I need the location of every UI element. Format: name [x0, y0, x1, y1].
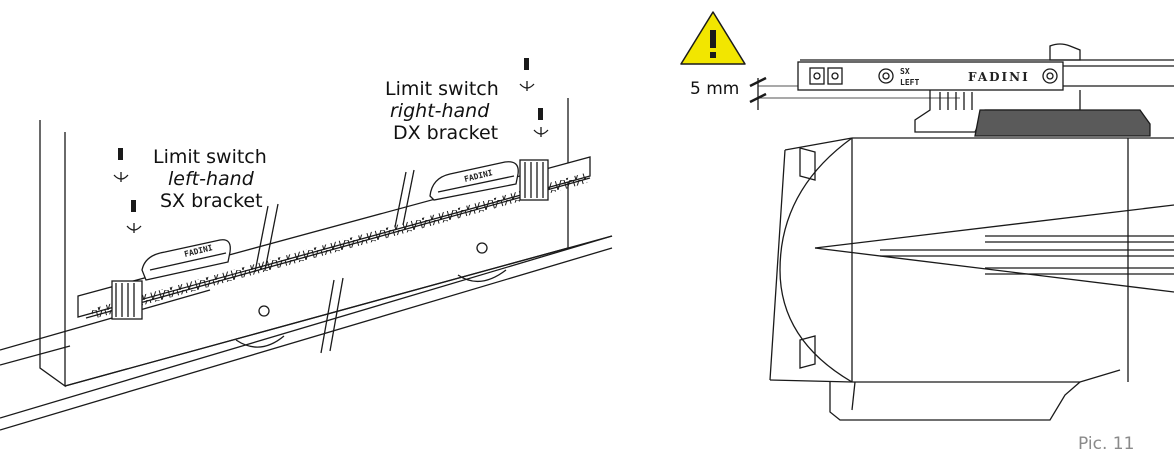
dx-label-line1: Limit switch — [385, 78, 499, 100]
dx-label-line2: right-hand — [390, 100, 490, 122]
sx-label-line2: left-hand — [168, 168, 255, 190]
dx-bracket: FADINI — [429, 159, 549, 201]
bracket-brand: FADINI — [968, 70, 1030, 84]
sx-label-line3: SX bracket — [160, 190, 263, 212]
sx-bracket: FADINI — [111, 239, 231, 320]
gate-rack-drawing: FADINI FADINI — [0, 58, 613, 431]
motor-drawing: SX LEFT FADINI — [769, 43, 1174, 421]
dx-label-line3: DX bracket — [393, 122, 498, 144]
figure-caption: Pic. 11 — [1078, 434, 1134, 454]
sx-label-line1: Limit switch — [153, 146, 267, 168]
gap-dimension-label: 5 mm — [690, 79, 739, 99]
warning-triangle-icon — [680, 11, 746, 65]
bracket-tag-sx: SX — [900, 67, 910, 76]
bracket-tag-left: LEFT — [900, 78, 919, 87]
